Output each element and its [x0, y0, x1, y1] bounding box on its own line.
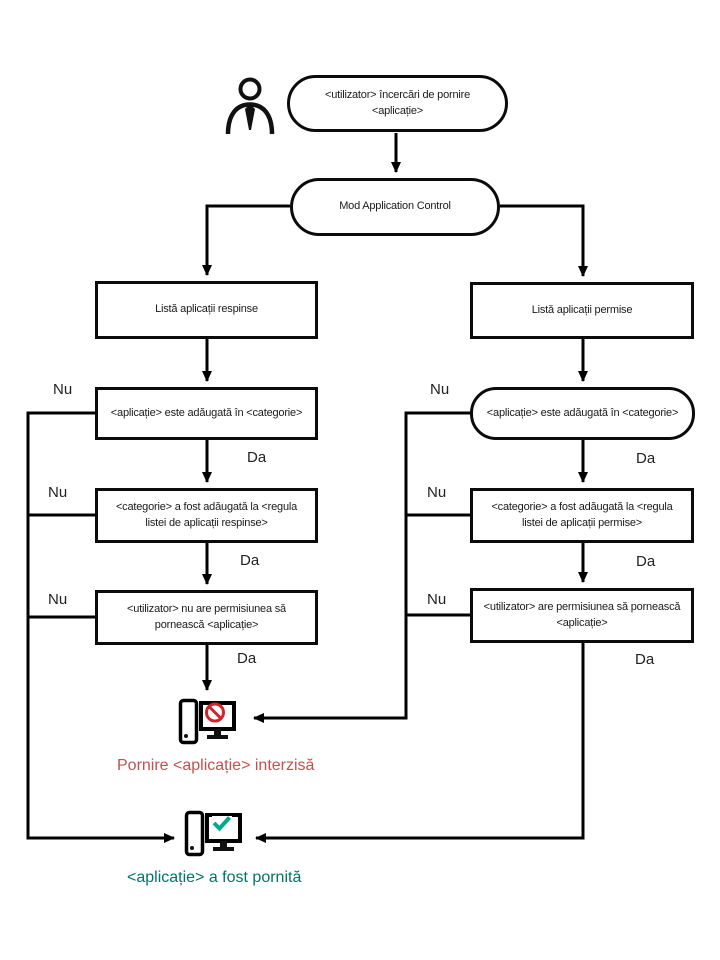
- computer-blocked-icon: [178, 698, 236, 755]
- node-start: <utilizator> încercări de pornire <aplic…: [287, 75, 508, 132]
- label-yes-right-2: Da: [636, 553, 656, 570]
- label-no-left-1: Nu: [53, 381, 73, 398]
- node-text-line: <categorie> a fost adăugată la <regula: [491, 500, 673, 513]
- label-no-left-2: Nu: [48, 484, 68, 501]
- node-text-line: pornească <aplicație>: [154, 618, 259, 631]
- node-text-line: listei de aplicații permise>: [521, 516, 643, 529]
- label-no-right-2: Nu: [427, 484, 447, 501]
- blocked-sign-icon: [205, 702, 225, 723]
- node-left-category-rule: <categorie> a fost adăugată la <regula l…: [95, 488, 318, 543]
- node-left-in-category: <aplicație> este adăugată în <categorie>: [95, 387, 318, 440]
- node-text-line: <aplicație> este adăugată în <categorie>: [486, 406, 679, 419]
- node-text-line: <aplicație>: [371, 104, 423, 117]
- label-no-left-3: Nu: [48, 591, 68, 608]
- node-text-line: <utilizator> are permisiunea să porneasc…: [483, 600, 681, 613]
- node-right-in-category: <aplicație> este adăugată în <categorie>: [470, 387, 695, 440]
- label-yes-left-2: Da: [240, 552, 260, 569]
- node-left-list: Listă aplicații respinse: [95, 281, 318, 339]
- node-text-line: Listă aplicații permise: [531, 303, 633, 316]
- label-no-right-1: Nu: [430, 381, 450, 398]
- node-text-line: <categorie> a fost adăugată la <regula: [115, 500, 298, 513]
- node-right-list: Listă aplicații permise: [470, 282, 694, 339]
- node-right-category-rule: <categorie> a fost adăugată la <regula l…: [470, 488, 694, 543]
- caption-allowed: <aplicație> a fost pornită: [127, 869, 302, 886]
- node-left-permission: <utilizator> nu are permisiunea să porne…: [95, 590, 318, 645]
- label-yes-left-3: Da: [237, 650, 257, 667]
- node-text-line: <utilizator> încercări de pornire: [324, 88, 471, 101]
- node-text-line: <aplicație> este adăugată în <categorie>: [110, 406, 303, 419]
- label-no-right-3: Nu: [427, 591, 447, 608]
- node-right-permission: <utilizator> are permisiunea să porneasc…: [470, 588, 694, 643]
- node-text-line: Mod Application Control: [339, 200, 451, 213]
- label-yes-left-1: Da: [247, 449, 267, 466]
- check-icon: [212, 816, 232, 832]
- node-text-line: <aplicație>: [556, 616, 608, 629]
- node-mode: Mod Application Control: [290, 178, 500, 236]
- node-text-line: listei de aplicații respinse>: [145, 516, 268, 529]
- person-icon: [224, 76, 276, 139]
- computer-started-icon: [184, 810, 242, 867]
- node-text-line: <utilizator> nu are permisiunea să: [127, 602, 286, 615]
- caption-denied: Pornire <aplicație> interzisă: [117, 757, 315, 774]
- label-yes-right-1: Da: [636, 450, 656, 467]
- label-yes-right-3: Da: [635, 651, 655, 668]
- node-text-line: Listă aplicații respinse: [155, 303, 258, 316]
